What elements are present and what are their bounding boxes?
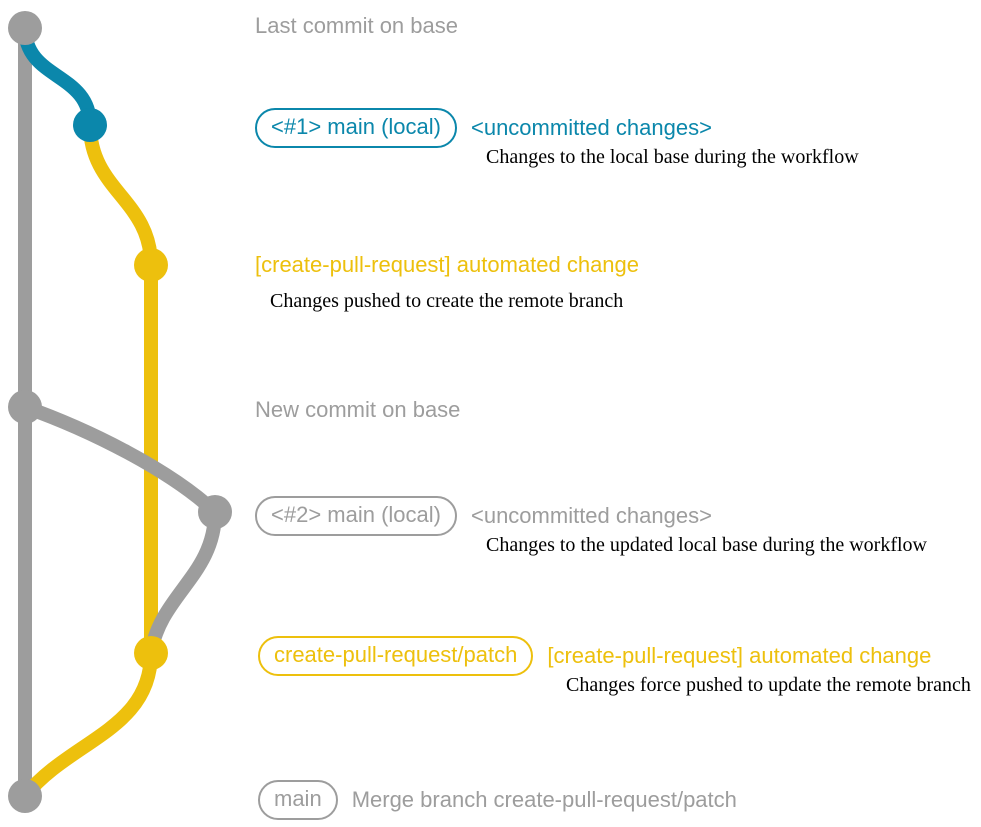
- row-last-commit-on-base: Last commit on base: [255, 13, 458, 39]
- row-commit-2-local: <#2> main (local) <uncommitted changes>: [255, 496, 712, 536]
- branch-pill-main[interactable]: main: [258, 780, 338, 820]
- commit-node-patch-2[interactable]: [134, 636, 168, 670]
- commit-node-local-1[interactable]: [73, 108, 107, 142]
- row-automated-change-create: [create-pull-request] automated change: [255, 252, 639, 278]
- row-automated-change-update: create-pull-request/patch [create-pull-r…: [258, 636, 931, 676]
- edge-base-to-local1: [18, 21, 97, 132]
- row-subtext-commit-2-local: Changes to the updated local base during…: [486, 534, 927, 556]
- row-subtext-commit-1-local: Changes to the local base during the wor…: [486, 146, 859, 168]
- row-headline: <uncommitted changes>: [470, 503, 712, 528]
- commit-node-merge[interactable]: [8, 779, 42, 813]
- row-headline: <uncommitted changes>: [470, 115, 712, 140]
- row-headline: New commit on base: [255, 397, 461, 422]
- commit-node-new-base[interactable]: [8, 390, 42, 424]
- branch-pill-local-2[interactable]: <#2> main (local): [255, 496, 457, 536]
- commit-node-last-base[interactable]: [8, 11, 42, 45]
- edge-local1-to-patch1: [83, 118, 158, 272]
- edge-patch2-to-merge: [18, 646, 158, 803]
- edge-base2-to-local2: [18, 400, 222, 519]
- row-merge-branch: main Merge branch create-pull-request/pa…: [258, 780, 737, 820]
- branch-pill-patch[interactable]: create-pull-request/patch: [258, 636, 534, 676]
- row-new-commit-on-base: New commit on base: [255, 397, 460, 423]
- row-headline: [create-pull-request] automated change: [255, 252, 640, 277]
- row-headline: [create-pull-request] automated change: [547, 643, 932, 668]
- row-subtext-automated-change-update: Changes force pushed to update the remot…: [566, 674, 971, 696]
- row-headline: Merge branch create-pull-request/patch: [351, 787, 737, 812]
- branch-pill-local-1[interactable]: <#1> main (local): [255, 108, 457, 148]
- commit-node-local-2[interactable]: [198, 495, 232, 529]
- row-commit-1-local: <#1> main (local) <uncommitted changes>: [255, 108, 712, 148]
- edge-local2-to-patch2: [144, 505, 222, 660]
- commit-node-patch-1[interactable]: [134, 248, 168, 282]
- row-subtext-automated-change-create: Changes pushed to create the remote bran…: [270, 290, 624, 312]
- row-headline: Last commit on base: [255, 13, 458, 38]
